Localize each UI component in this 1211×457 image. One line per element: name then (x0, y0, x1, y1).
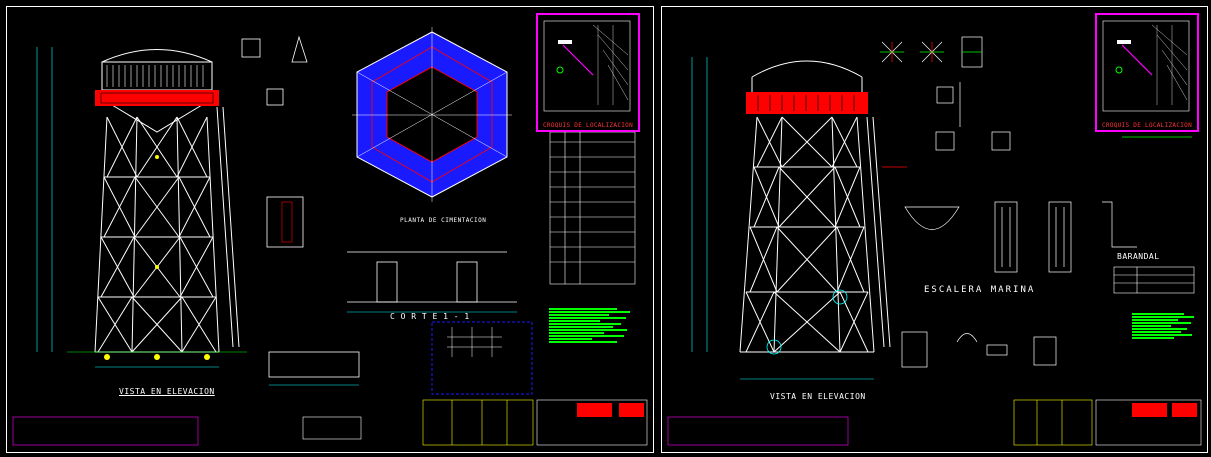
title-block-left (12, 399, 648, 446)
dimension-lines-right (691, 57, 874, 380)
title-block-right (667, 399, 1202, 446)
detail-box-left (431, 321, 533, 395)
detail-box-grid (447, 327, 502, 357)
title-block-red-left (577, 403, 612, 417)
elevation-title-left: VISTA EN ELEVACION (119, 387, 215, 396)
railing-table (1113, 266, 1195, 294)
location-sketch-right: CROQUIS DE LOCALIZACION (1095, 13, 1199, 132)
foundation-plan-title: PLANTA DE CIMENTACION (400, 217, 487, 224)
elevation-title-right: VISTA EN ELEVACION (770, 392, 866, 401)
tank-hatching (106, 65, 204, 87)
red-stirrups (281, 201, 293, 243)
tank-body (101, 61, 213, 91)
location-map-left (543, 20, 631, 112)
location-title-right: CROQUIS DE LOCALIZACION (1102, 122, 1192, 129)
red-detail-marks-right (882, 42, 933, 168)
section-details-left (241, 35, 517, 378)
drawing-sheet-right: CROQUIS DE LOCALIZACION VISTA EN ELEVACI… (661, 6, 1208, 453)
location-map-right (1102, 20, 1190, 112)
tank-dome (101, 49, 213, 63)
general-notes-left (549, 307, 634, 344)
tank-band-left (95, 90, 219, 106)
right-sheet-drawing (667, 36, 1202, 446)
annotation-markers-left (104, 155, 210, 360)
tower-elevation-right (739, 60, 891, 353)
location-sketch-left: CROQUIS DE LOCALIZACION (536, 13, 640, 132)
tower-elevation-left (94, 49, 240, 353)
ladder-title: ESCALERA MARINA (924, 285, 1036, 295)
section-title: C O R T E 1 - 1 (390, 312, 470, 321)
general-notes-right (1132, 312, 1197, 340)
left-sheet-drawing (12, 27, 648, 446)
location-title-left: CROQUIS DE LOCALIZACION (543, 122, 633, 129)
drawing-sheet-left: CROQUIS DE LOCALIZACION VISTA EN ELEVACI… (6, 6, 654, 453)
tank-band-right (746, 92, 868, 114)
rebar-table-left (549, 131, 636, 285)
section-dims-left (269, 311, 517, 386)
dimension-lines-left (36, 47, 219, 368)
foundation-plan-hexagon (352, 27, 512, 202)
tank-dome-right (751, 60, 863, 78)
railing-title: BARANDAL (1117, 252, 1160, 261)
base-circles-right (766, 289, 848, 355)
